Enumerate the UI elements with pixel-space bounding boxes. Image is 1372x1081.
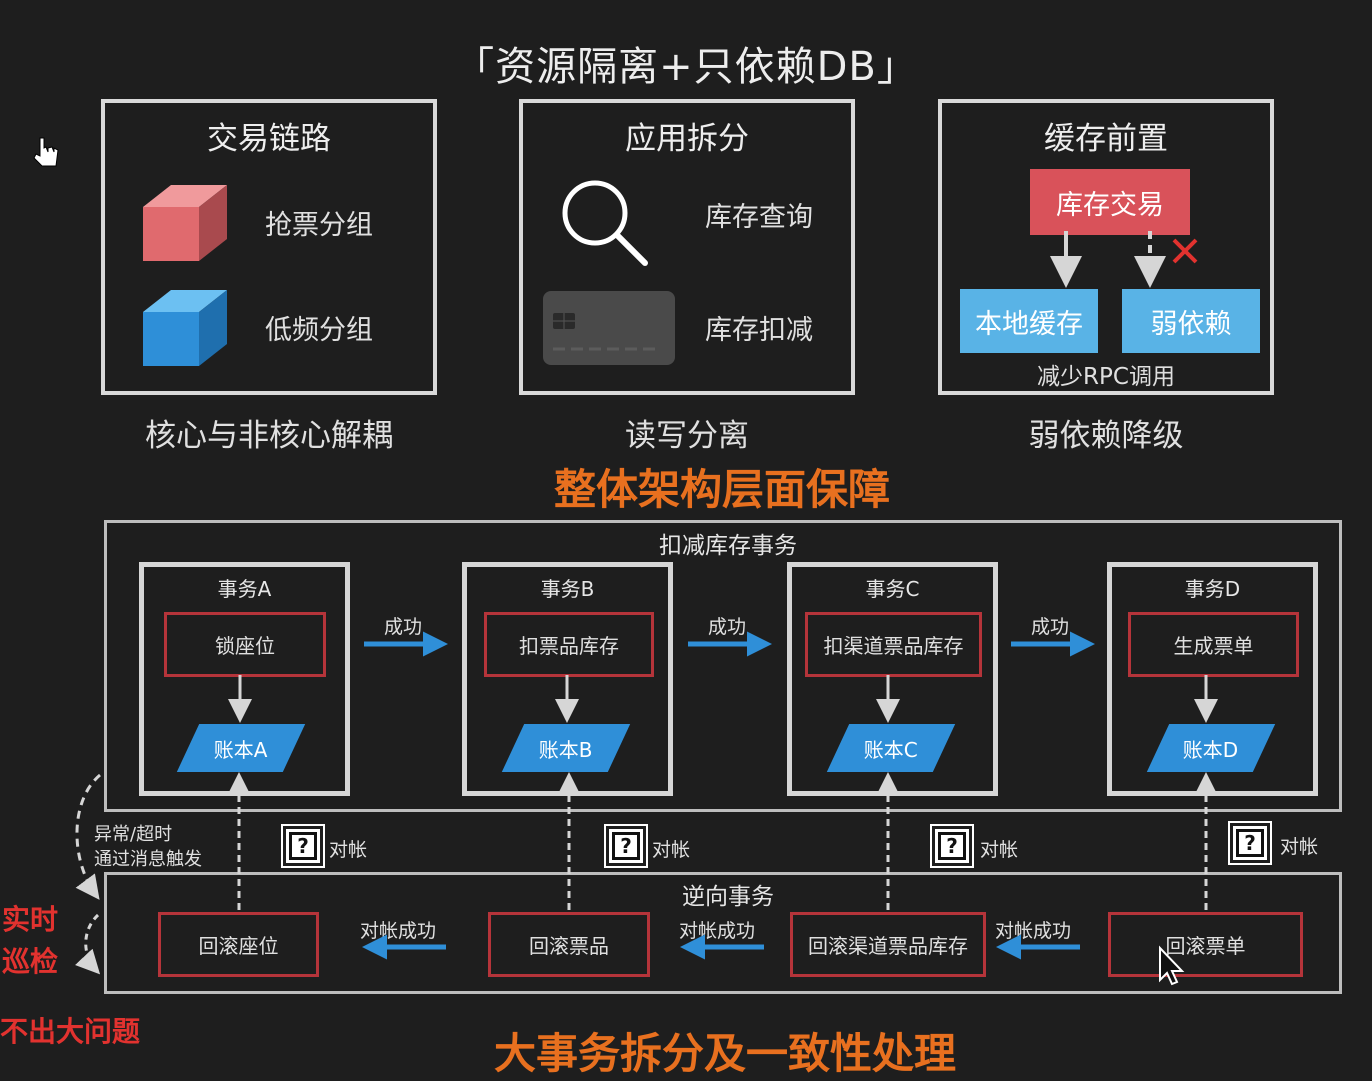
success-label-ab: 成功: [384, 616, 423, 638]
reconcile-icon-d: ?: [1228, 821, 1272, 865]
tx-b-label: 事务B: [540, 577, 595, 601]
reverse-tx-frame: [104, 872, 1342, 994]
tx-a-box: 事务A 锁座位 账本A: [139, 562, 350, 796]
rollback-order-box: 回滚票单: [1108, 912, 1303, 977]
stock-query-label: 库存查询: [705, 202, 813, 233]
ledger-a: 账本A: [176, 724, 306, 772]
app-split-caption: 读写分离: [625, 418, 749, 454]
tx-c-label: 事务C: [865, 577, 920, 601]
reconcile-label-d: 对帐: [1280, 836, 1319, 858]
app-split-title: 应用拆分: [625, 121, 749, 157]
cache-front-title: 缓存前置: [1044, 121, 1168, 157]
credit-card-icon: [543, 291, 675, 365]
ledger-d: 账本D: [1146, 724, 1276, 772]
success-label-cd: 成功: [1031, 616, 1070, 638]
reconcile-success-label-2: 对帐成功: [679, 920, 756, 942]
ledger-b-label: 账本B: [539, 737, 593, 762]
reconcile-success-label-1: 对帐成功: [360, 920, 437, 942]
tx-a-label: 事务A: [217, 577, 272, 601]
reconcile-icon-c: ?: [930, 824, 974, 868]
app-split-panel: 应用拆分 库存查询 库存扣减: [519, 99, 855, 395]
cache-front-panel: 缓存前置 库存交易 本地缓存 弱依赖 减少RPC调用: [938, 99, 1274, 395]
reconcile-label-a: 对帐: [329, 839, 368, 861]
tx-c-action: 扣渠道票品库存: [805, 612, 982, 677]
local-cache-box: 本地缓存: [960, 289, 1098, 353]
tx-a-action: 锁座位: [164, 612, 326, 677]
trade-link-panel: 交易链路 抢票分组 低频分组: [101, 99, 437, 395]
exception-note-line2: 通过消息触发: [94, 849, 202, 870]
trade-link-title: 交易链路: [207, 121, 331, 157]
reconcile-icon-b: ?: [604, 824, 648, 868]
trade-link-caption: 核心与非核心解耦: [145, 418, 393, 454]
low-freq-group-label: 低频分组: [265, 315, 373, 346]
stock-trade-box: 库存交易: [1030, 169, 1190, 235]
tx-d-label: 事务D: [1184, 577, 1241, 601]
rollback-channel-stock-box: 回滚渠道票品库存: [790, 912, 986, 977]
rollback-ticket-box: 回滚票品: [488, 912, 650, 977]
tx-c-box: 事务C 扣渠道票品库存 账本C: [787, 562, 998, 796]
ledger-d-label: 账本D: [1183, 737, 1239, 762]
success-label-bc: 成功: [708, 616, 747, 638]
reconcile-success-label-3: 对帐成功: [995, 920, 1072, 942]
hand-cursor-icon: [33, 137, 59, 167]
reverse-tx-title: 逆向事务: [682, 884, 774, 910]
consistency-heading: 大事务拆分及一致性处理: [493, 1029, 956, 1078]
exception-note-line1: 异常/超时: [94, 824, 173, 845]
reduce-rpc-note: 减少RPC调用: [1037, 364, 1175, 390]
tx-d-action: 生成票单: [1128, 612, 1299, 677]
reconcile-label-c: 对帐: [980, 839, 1019, 861]
ledger-b: 账本B: [501, 724, 631, 772]
page-title: 「资源隔离+只依赖DB」: [454, 44, 918, 90]
reconcile-icon-a: ?: [281, 824, 325, 868]
architecture-heading: 整体架构层面保障: [553, 465, 890, 514]
inspection-arc: [74, 913, 101, 975]
deduct-stock-tx-title: 扣减库存事务: [659, 533, 797, 559]
tx-b-box: 事务B 扣票品库存 账本B: [462, 562, 673, 796]
reconcile-label-b: 对帐: [652, 839, 691, 861]
inspection-note: 巡检: [2, 945, 59, 978]
deduct-stock-tx-frame: [104, 520, 1342, 812]
no-big-issue-note: 不出大问题: [0, 1015, 141, 1048]
tx-d-box: 事务D 生成票单 账本D: [1107, 562, 1318, 796]
weak-dependency-box: 弱依赖: [1122, 289, 1260, 353]
cache-front-caption: 弱依赖降级: [1028, 418, 1184, 454]
ledger-a-label: 账本A: [214, 737, 268, 762]
blue-cube-icon: [143, 290, 227, 366]
grab-ticket-group-label: 抢票分组: [265, 210, 373, 241]
red-cube-icon: [143, 185, 227, 261]
search-icon: [562, 180, 648, 266]
ledger-c-label: 账本C: [864, 737, 918, 762]
rollback-seat-box: 回滚座位: [158, 912, 319, 977]
ledger-c: 账本C: [826, 724, 956, 772]
stock-deduct-label: 库存扣减: [705, 315, 813, 346]
tx-b-action: 扣票品库存: [484, 612, 654, 677]
realtime-note: 实时: [2, 903, 59, 936]
